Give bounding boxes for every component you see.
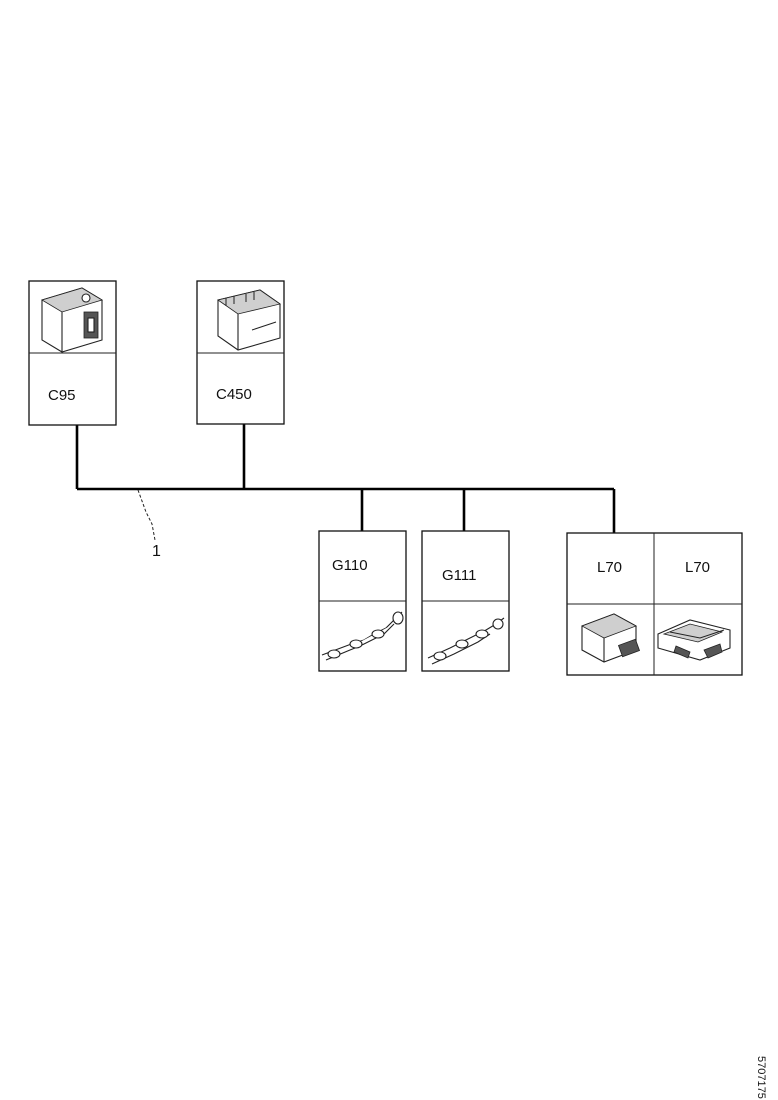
callout-1: 1 <box>137 489 161 560</box>
ground-strap-icon <box>427 617 505 665</box>
component-l70: L70 L70 <box>566 532 743 676</box>
label-l70-left: L70 <box>597 559 622 576</box>
connector-housing-icon <box>41 287 103 353</box>
label-c450: C450 <box>216 386 252 403</box>
harness-wires <box>75 424 616 533</box>
callout-number: 1 <box>152 543 161 560</box>
label-l70-right: L70 <box>685 559 710 576</box>
component-c95: C95 <box>28 280 117 426</box>
component-g111: G111 <box>421 530 510 672</box>
connector-block-icon <box>217 289 281 351</box>
component-c450: C450 <box>196 280 285 425</box>
label-g110: G110 <box>332 557 368 574</box>
component-g110: G110 <box>318 530 407 672</box>
label-g111: G111 <box>442 567 476 584</box>
reference-code: 5707175 <box>755 1056 767 1099</box>
ground-strap-icon <box>321 611 404 661</box>
module-connector-icon <box>581 613 641 663</box>
label-c95: C95 <box>48 387 76 404</box>
module-body-icon <box>657 619 731 661</box>
